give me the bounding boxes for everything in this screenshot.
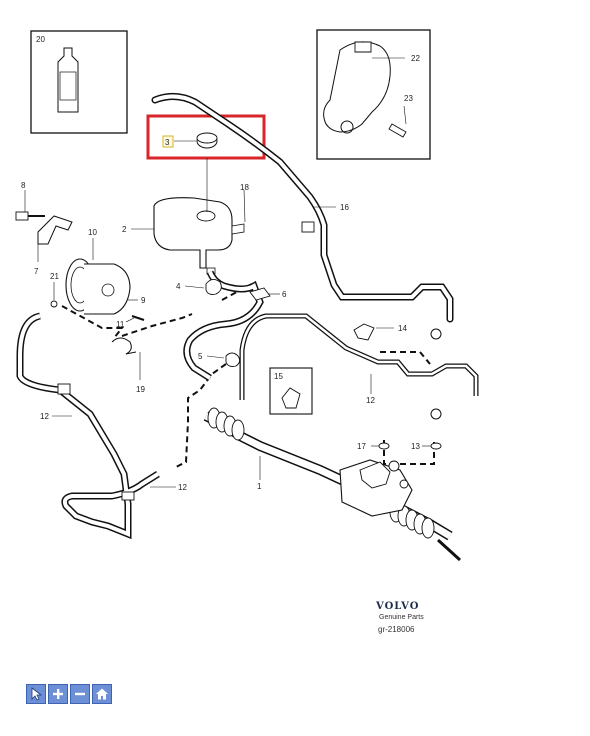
label-12b: 12 <box>366 396 375 405</box>
zoom-out-icon <box>75 692 85 696</box>
label-21: 21 <box>50 272 59 281</box>
label-15: 15 <box>274 372 283 381</box>
pointer-button[interactable] <box>26 684 46 704</box>
label-2: 2 <box>122 225 127 234</box>
pointer-icon <box>31 687 43 701</box>
label-18: 18 <box>240 183 249 192</box>
label-8: 8 <box>21 181 26 190</box>
label-10: 10 <box>88 228 97 237</box>
pump: 10 9 11 21 <box>50 228 146 329</box>
diagram-toolbar <box>26 684 112 704</box>
supply-hoses: 6 4 5 <box>176 270 287 381</box>
label-5: 5 <box>198 352 203 361</box>
inset-clip-15: 15 <box>269 367 313 415</box>
diagram-reference: gr-218006 <box>378 625 415 634</box>
home-icon <box>96 688 108 700</box>
label-9: 9 <box>141 296 146 305</box>
brand-logo: VOLVO <box>376 601 420 612</box>
bolt-and-bracket: 8 7 <box>15 181 73 276</box>
zoom-out-button[interactable] <box>70 684 90 704</box>
label-6: 6 <box>282 290 287 299</box>
label-13: 13 <box>411 442 420 451</box>
inset-bracket: 22 23 <box>316 29 431 160</box>
highlight-box-cap: 3 <box>146 114 266 160</box>
label-3: 3 <box>165 138 170 147</box>
label-19: 19 <box>136 385 145 394</box>
label-20: 20 <box>36 35 45 44</box>
label-22: 22 <box>411 54 420 63</box>
return-hose: 16 <box>151 93 454 340</box>
label-11: 11 <box>116 320 125 329</box>
steering-rack: 1 17 13 <box>203 407 462 562</box>
pressure-pipe: 14 12 <box>239 313 479 420</box>
inset-fluid-bottle: 20 <box>30 30 128 134</box>
label-17: 17 <box>357 442 366 451</box>
zoom-in-button[interactable] <box>48 684 68 704</box>
label-12c: 12 <box>178 483 187 492</box>
label-1: 1 <box>257 482 262 491</box>
home-button[interactable] <box>92 684 112 704</box>
label-23: 23 <box>404 94 413 103</box>
label-4: 4 <box>176 282 181 291</box>
left-return-hose: 12 12 <box>16 312 187 540</box>
label-14: 14 <box>398 324 407 333</box>
label-7: 7 <box>34 267 39 276</box>
brand-subtitle: Genuine Parts <box>379 614 424 621</box>
reservoir: 2 18 <box>122 158 249 275</box>
label-12a: 12 <box>40 412 49 421</box>
clip-19: 19 <box>111 337 145 394</box>
zoom-in-icon <box>53 689 63 699</box>
label-16: 16 <box>340 203 349 212</box>
